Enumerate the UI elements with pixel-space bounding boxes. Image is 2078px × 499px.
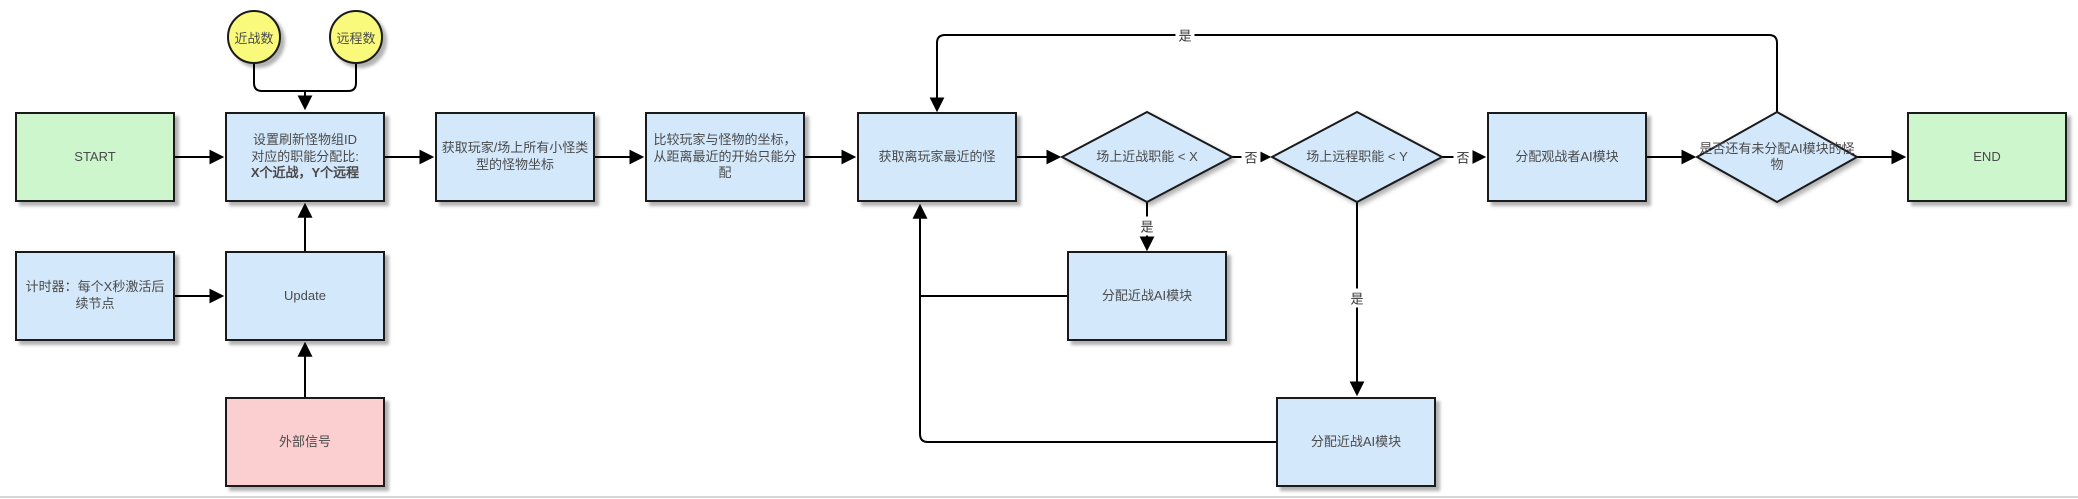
decision-ranged-check[interactable]: 场上远程职能 < Y <box>1269 110 1445 204</box>
edge-label-yes-ranged: 是 <box>1347 288 1367 308</box>
node-assign-melee-ai-2-label: 分配近战AI模块 <box>1310 433 1402 449</box>
node-set-ratio-line2: 对应的职能分配比: <box>251 148 359 164</box>
input-circle-melee-count[interactable]: 近战数 <box>227 10 281 64</box>
edge-ranged-count-merge[interactable] <box>305 64 357 92</box>
node-assign-melee-ai-1-label: 分配近战AI模块 <box>1101 287 1193 303</box>
node-get-monster-coords[interactable]: 获取玩家/场上所有小怪类型的怪物坐标 <box>435 112 595 202</box>
node-end[interactable]: END <box>1907 112 2067 202</box>
decision-ranged-label: 场上远程职能 < Y <box>1306 148 1408 164</box>
edge-decision-unassigned-yes-loop[interactable] <box>929 34 1778 113</box>
decision-unassigned-label: 是否还有未分配AI模块的怪物 <box>1699 140 1855 172</box>
edge-assign-melee2-loop[interactable] <box>912 203 1276 443</box>
node-assign-spectator-ai[interactable]: 分配观战者AI模块 <box>1487 112 1647 202</box>
edge-label-yes-melee: 是 <box>1137 216 1157 236</box>
node-external-signal[interactable]: 外部信号 <box>225 397 385 487</box>
decision-unassigned-check[interactable]: 是否还有未分配AI模块的怪物 <box>1694 110 1860 204</box>
node-set-ratio[interactable]: 设置刷新怪物组ID 对应的职能分配比: X个近战，Y个远程 <box>225 112 385 202</box>
node-external-signal-label: 外部信号 <box>278 433 331 449</box>
node-compare-coords[interactable]: 比较玩家与怪物的坐标，从距离最近的开始只能分配 <box>645 112 805 202</box>
node-get-nearest-monster-label: 获取离玩家最近的怪 <box>878 148 996 164</box>
node-update-label: Update <box>284 287 326 303</box>
canvas-page-boundary <box>0 496 2078 498</box>
input-circle-ranged-count[interactable]: 远程数 <box>329 10 383 64</box>
node-set-ratio-line3: X个近战，Y个远程 <box>250 165 360 181</box>
node-end-label: END <box>1973 148 2001 164</box>
node-timer-label: 计时器：每个X秒激活后续节点 <box>25 279 165 311</box>
node-set-ratio-line1: 设置刷新怪物组ID <box>252 132 357 148</box>
input-circle-melee-label: 近战数 <box>234 30 274 46</box>
node-update[interactable]: Update <box>225 251 385 341</box>
decision-melee-label: 场上近战职能 < X <box>1096 148 1198 164</box>
edge-label-no-ranged: 否 <box>1453 147 1473 167</box>
node-timer[interactable]: 计时器：每个X秒激活后续节点 <box>15 251 175 341</box>
input-circle-ranged-label: 远程数 <box>336 30 376 46</box>
node-assign-melee-ai-1[interactable]: 分配近战AI模块 <box>1067 251 1227 341</box>
node-start[interactable]: START <box>15 112 175 202</box>
node-get-nearest-monster[interactable]: 获取离玩家最近的怪 <box>857 112 1017 202</box>
node-assign-melee-ai-2[interactable]: 分配近战AI模块 <box>1276 397 1436 487</box>
edge-label-yes-loop: 是 <box>1175 25 1195 45</box>
node-start-label: START <box>74 148 116 164</box>
decision-melee-check[interactable]: 场上近战职能 < X <box>1059 110 1235 204</box>
edge-melee-count-merge[interactable] <box>253 64 305 92</box>
edge-label-no-melee: 否 <box>1241 147 1261 167</box>
node-assign-spectator-ai-label: 分配观战者AI模块 <box>1515 148 1619 164</box>
node-compare-coords-label: 比较玩家与怪物的坐标，从距离最近的开始只能分配 <box>653 132 797 181</box>
node-get-monster-coords-label: 获取玩家/场上所有小怪类型的怪物坐标 <box>441 140 589 172</box>
